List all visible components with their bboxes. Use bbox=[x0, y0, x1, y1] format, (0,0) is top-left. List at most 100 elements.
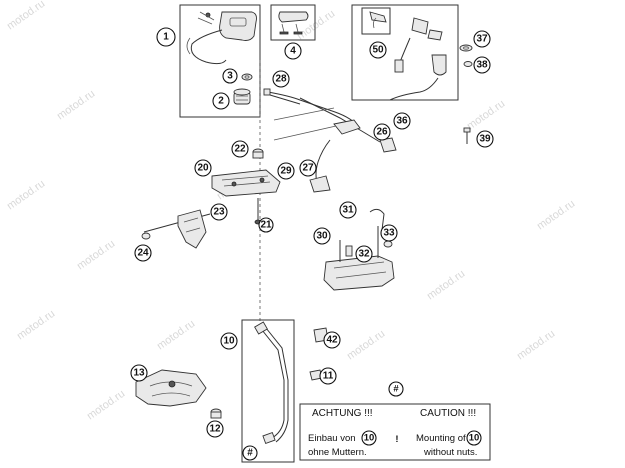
callout-label: 30 bbox=[316, 231, 328, 242]
callout-label: 2 bbox=[218, 96, 224, 107]
callout-label: 38 bbox=[476, 60, 488, 71]
lamp-bracket-group bbox=[323, 208, 395, 291]
watermark: motod.ru bbox=[535, 198, 577, 233]
speedometer-unit bbox=[186, 11, 257, 65]
screw-39 bbox=[463, 127, 471, 144]
callout-label: 37 bbox=[476, 34, 488, 45]
callout-c22: 22 bbox=[231, 140, 249, 158]
callout-label: 23 bbox=[213, 207, 225, 218]
watermark: motod.ru bbox=[85, 388, 127, 423]
watermark: motod.ru bbox=[155, 318, 197, 353]
callout-label: 12 bbox=[209, 424, 221, 435]
callout-label: 42 bbox=[326, 335, 338, 346]
callout-c32: 32 bbox=[355, 245, 373, 263]
callout-label: 33 bbox=[383, 228, 395, 239]
nut-12 bbox=[210, 408, 222, 419]
callout-c33: 33 bbox=[380, 224, 398, 242]
callout-c39: 39 bbox=[476, 130, 494, 148]
callout-c23: 23 bbox=[210, 203, 228, 221]
washer-3 bbox=[241, 73, 253, 81]
nut-38 bbox=[463, 61, 473, 67]
warning-note-frame bbox=[299, 403, 491, 461]
callout-label: 21 bbox=[260, 220, 272, 231]
callout-c50: 50 bbox=[369, 41, 387, 59]
watermark-layer: motod.ru motod.ru motod.ru motod.ru moto… bbox=[5, 0, 577, 422]
lever-assembly bbox=[273, 97, 397, 193]
callout-c29: 29 bbox=[277, 162, 295, 180]
watermark: motod.ru bbox=[425, 268, 467, 303]
callout-c1: 1 bbox=[156, 27, 176, 47]
german-line-1: Einbau von bbox=[308, 433, 356, 444]
callout-c42: 42 bbox=[323, 331, 341, 349]
callout-c31: 31 bbox=[339, 201, 357, 219]
callout-label: 36 bbox=[396, 116, 408, 127]
callout-c2: 2 bbox=[212, 92, 230, 110]
watermark: motod.ru bbox=[5, 0, 47, 32]
callout-c24: 24 bbox=[134, 244, 152, 262]
mounting-bracket-4 bbox=[278, 11, 309, 35]
callout-label: 32 bbox=[358, 249, 370, 260]
exclamation-icon: ! bbox=[395, 434, 398, 445]
callout-label: 1 bbox=[163, 32, 169, 43]
callout-c11: 11 bbox=[319, 367, 337, 385]
watermark: motod.ru bbox=[515, 328, 557, 363]
callout-label: 20 bbox=[197, 163, 209, 174]
watermark: motod.ru bbox=[465, 98, 507, 133]
callout-label: 31 bbox=[342, 205, 354, 216]
callout-label: # bbox=[247, 448, 253, 459]
callout-label: 28 bbox=[275, 74, 287, 85]
sensor-group-frame bbox=[351, 4, 459, 101]
svg-text:#: # bbox=[393, 384, 399, 395]
callout-label: 3 bbox=[227, 71, 233, 82]
callout-label: 29 bbox=[280, 166, 292, 177]
note-ref-german: 10 bbox=[361, 430, 377, 446]
callout-c13: 13 bbox=[130, 364, 148, 382]
callout-label: 4 bbox=[290, 46, 296, 57]
cable-group-frame bbox=[241, 319, 295, 463]
note-ref-english: 10 bbox=[466, 430, 482, 446]
guard-13 bbox=[135, 369, 207, 407]
callout-label: 10 bbox=[223, 336, 235, 347]
svg-text:10: 10 bbox=[469, 433, 480, 444]
sensor-50 bbox=[361, 7, 391, 35]
callout-c26: 26 bbox=[373, 123, 391, 141]
callout-label: 50 bbox=[372, 45, 384, 56]
callout-c4: 4 bbox=[284, 42, 302, 60]
callout-hash1: # bbox=[242, 445, 258, 461]
callout-label: 26 bbox=[376, 127, 388, 138]
callout-label: 39 bbox=[479, 134, 491, 145]
callout-label: 22 bbox=[234, 144, 246, 155]
achtung-heading: ACHTUNG !!! bbox=[312, 408, 373, 419]
note-hash-badge: # bbox=[388, 381, 404, 397]
callout-c10: 10 bbox=[220, 332, 238, 350]
callout-c20: 20 bbox=[194, 159, 212, 177]
callout-c12: 12 bbox=[206, 420, 224, 438]
warning-note: ACHTUNG !!! CAUTION !!! Einbau von ohne … bbox=[299, 381, 491, 461]
callout-c37: 37 bbox=[473, 30, 491, 48]
grommet-37 bbox=[459, 44, 473, 52]
callout-label: 11 bbox=[323, 371, 334, 382]
callout-label: 13 bbox=[133, 368, 145, 379]
callout-label: 27 bbox=[302, 163, 314, 174]
caution-heading: CAUTION !!! bbox=[420, 408, 476, 419]
callout-label: 24 bbox=[137, 248, 149, 259]
callout-c27: 27 bbox=[299, 159, 317, 177]
watermark: motod.ru bbox=[55, 88, 97, 123]
bracket-group-frame bbox=[270, 4, 316, 41]
bracket-20 bbox=[211, 169, 281, 197]
connector-top-right bbox=[389, 17, 447, 101]
callout-c3: 3 bbox=[222, 68, 238, 84]
english-line-2: without nuts. bbox=[423, 447, 477, 458]
callout-c28: 28 bbox=[272, 70, 290, 88]
callout-c30: 30 bbox=[313, 227, 331, 245]
sensor-2 bbox=[233, 88, 251, 105]
svg-text:10: 10 bbox=[364, 433, 375, 444]
spacer-22 bbox=[252, 148, 264, 159]
lower-bracket-23 bbox=[141, 209, 211, 249]
watermark: motod.ru bbox=[345, 328, 387, 363]
callout-c36: 36 bbox=[393, 112, 411, 130]
callout-c38: 38 bbox=[473, 56, 491, 74]
brake-line-10 bbox=[254, 321, 289, 445]
watermark: motod.ru bbox=[75, 238, 117, 273]
